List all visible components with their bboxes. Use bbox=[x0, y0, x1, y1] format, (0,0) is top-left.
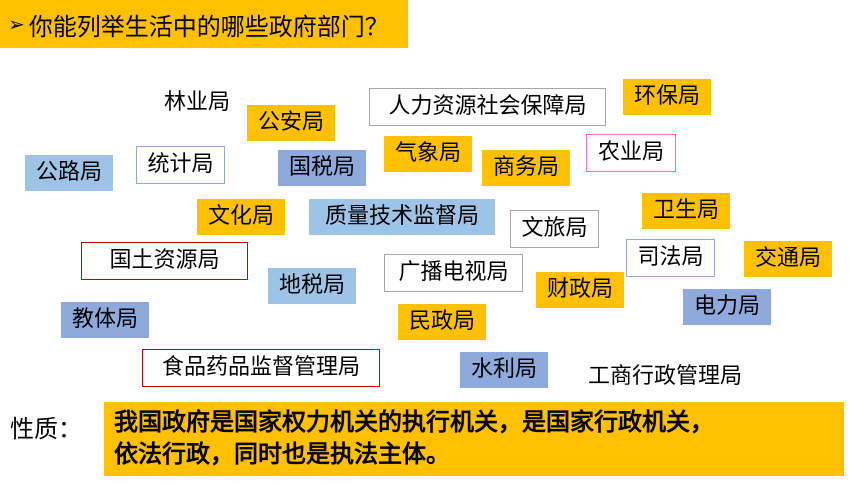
dept-highway: 公路局 bbox=[25, 155, 113, 191]
nature-label: 性质： bbox=[10, 415, 82, 443]
dept-transportation: 交通局 bbox=[744, 241, 832, 277]
dept-water-resources: 水利局 bbox=[460, 352, 548, 388]
question-text: 你能列举生活中的哪些政府部门？ bbox=[28, 12, 389, 41]
dept-electric-power: 电力局 bbox=[683, 289, 771, 325]
dept-education-sports: 教体局 bbox=[61, 302, 149, 338]
dept-health: 卫生局 bbox=[642, 193, 730, 229]
dept-local-tax: 地税局 bbox=[268, 268, 356, 304]
dept-meteorology: 气象局 bbox=[384, 136, 472, 172]
dept-culture-tourism: 文旅局 bbox=[510, 210, 599, 248]
question-banner: ➢ 你能列举生活中的哪些政府部门？ bbox=[0, 0, 408, 48]
dept-culture: 文化局 bbox=[197, 199, 285, 235]
dept-finance: 财政局 bbox=[536, 272, 624, 308]
dept-environment: 环保局 bbox=[623, 79, 711, 115]
dept-food-drug: 食品药品监督管理局 bbox=[142, 349, 380, 387]
dept-public-security: 公安局 bbox=[247, 105, 335, 141]
dept-quality-supervision: 质量技术监督局 bbox=[309, 199, 495, 235]
dept-industry-commerce: 工商行政管理局 bbox=[587, 364, 742, 389]
dept-land-resources: 国土资源局 bbox=[81, 242, 248, 280]
dept-agriculture: 农业局 bbox=[586, 134, 676, 172]
dept-hr-social-security: 人力资源社会保障局 bbox=[369, 88, 606, 126]
dept-justice: 司法局 bbox=[626, 239, 715, 277]
dept-broadcasting: 广播电视局 bbox=[384, 254, 523, 292]
nature-statement: 我国政府是国家权力机关的执行机关，是国家行政机关， 依法行政，同时也是执法主体。 bbox=[104, 402, 844, 476]
dept-commerce: 商务局 bbox=[482, 150, 570, 186]
nature-line-1: 我国政府是国家权力机关的执行机关，是国家行政机关， bbox=[114, 408, 714, 436]
nature-line-2: 依法行政，同时也是执法主体。 bbox=[114, 440, 450, 468]
dept-national-tax: 国税局 bbox=[278, 150, 366, 186]
dept-forestry: 林业局 bbox=[163, 90, 230, 115]
arrow-bullet-icon: ➢ bbox=[8, 12, 25, 36]
dept-statistics: 统计局 bbox=[136, 146, 225, 184]
dept-civil-affairs: 民政局 bbox=[398, 304, 486, 340]
